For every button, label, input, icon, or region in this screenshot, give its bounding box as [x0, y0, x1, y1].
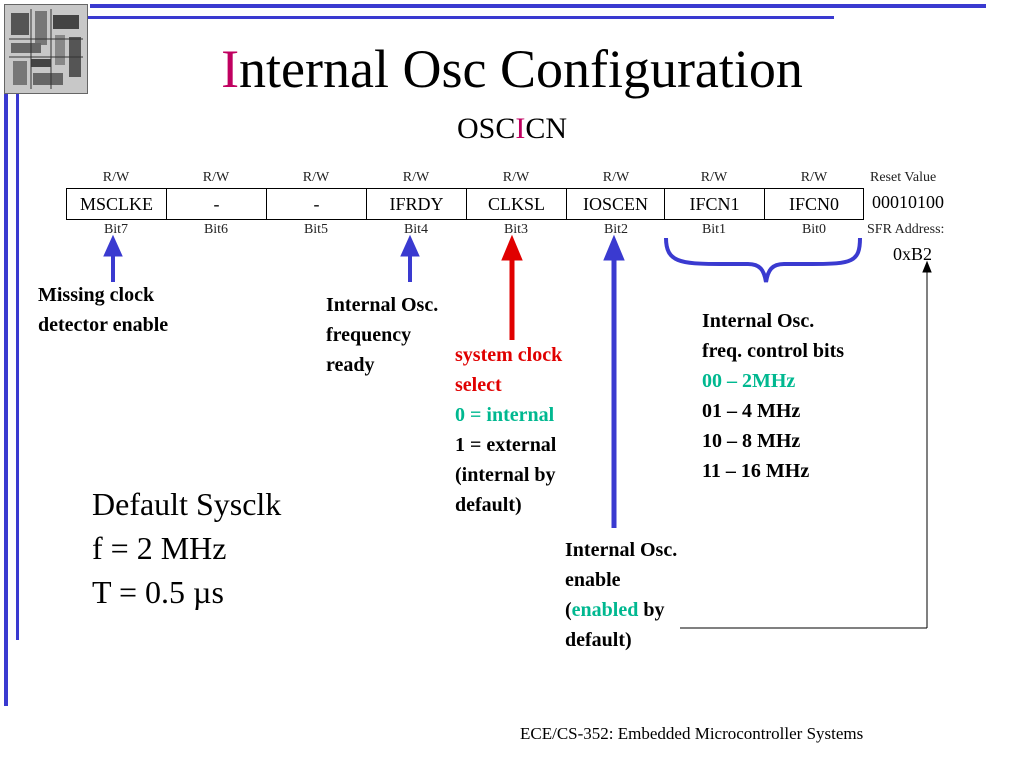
chip-logo [4, 4, 88, 94]
field-bit5: - [267, 189, 367, 219]
bit1-label: Bit1 [701, 222, 727, 237]
register-name: OSCICN [0, 112, 1024, 146]
clksl-line3: 0 = internal [455, 404, 555, 426]
bit5-label: Bit5 [303, 222, 329, 237]
field-bit6: - [167, 189, 267, 219]
clksl-description: system clock select 0 = internal 1 = ext… [455, 340, 562, 520]
clksl-arrow [501, 234, 523, 340]
ioscen-line1: Internal Osc. [565, 539, 678, 561]
title-first-letter: I [221, 39, 240, 99]
subtitle-before: OSC [456, 112, 516, 145]
bit4-label: Bit4 [403, 222, 429, 237]
field-ioscen: IOSCEN [567, 189, 665, 219]
reset-value-label: Reset Value [870, 170, 937, 185]
left-frame-line-inner [16, 92, 19, 640]
access-bit3: R/W [502, 170, 530, 185]
clksl-line2: select [455, 374, 502, 396]
ioscen-line3-enabled: enabled [571, 599, 639, 621]
msclke-description: Missing clock detector enable [38, 280, 168, 340]
access-bit7: R/W [102, 170, 130, 185]
msclke-line1: Missing clock [38, 284, 155, 306]
field-ifcn0: IFCN0 [788, 194, 839, 214]
ioscen-line3-rest: by [638, 599, 665, 621]
ifrdy-description: Internal Osc. frequency ready [326, 290, 438, 380]
field-msclke: MSCLKE [67, 189, 167, 219]
msclke-arrow [103, 234, 123, 282]
title-rest: nternal Osc Configuration [239, 39, 803, 99]
field-ifcn1: IFCN1 [665, 189, 765, 219]
clksl-line6: default) [455, 494, 522, 516]
default-line1: Default Sysclk [92, 486, 282, 522]
top-frame-line [90, 4, 986, 8]
clksl-line4: 1 = external [455, 434, 557, 456]
default-line3: T = 0.5 µs [92, 574, 224, 610]
ifcn-line2: freq. control bits [702, 340, 845, 362]
ifcn-brace [664, 237, 862, 283]
field-ifrdy: IFRDY [367, 189, 467, 219]
msclke-line2: detector enable [38, 314, 169, 336]
ifcn-opt2: 10 – 8 MHz [702, 430, 801, 452]
ioscen-arrow [603, 234, 625, 528]
access-bit2: R/W [602, 170, 630, 185]
bit0-label: Bit0 [801, 222, 827, 237]
ioscen-line2: enable [565, 569, 621, 591]
field-clksl: CLKSL [467, 189, 567, 219]
ifrdy-arrow [400, 234, 420, 282]
left-frame-line-outer [4, 92, 8, 706]
course-footer: ECE/CS-352: Embedded Microcontroller Sys… [520, 724, 864, 743]
access-bit6: R/W [202, 170, 230, 185]
ifcn-opt1: 01 – 4 MHz [702, 400, 801, 422]
access-bit4: R/W [402, 170, 430, 185]
ifcn-opt3: 11 – 16 MHz [702, 460, 810, 482]
bit3-label: Bit3 [503, 222, 529, 237]
clksl-line5: (internal by [455, 464, 556, 486]
access-bit5: R/W [302, 170, 330, 185]
default-line2: f = 2 MHz [92, 530, 227, 566]
page-title: Internal Osc Configuration [0, 38, 1024, 100]
reset-value: 00010100 [872, 192, 944, 212]
ioscen-line4: default) [565, 629, 632, 651]
sfr-address-label: SFR Address: [867, 222, 945, 237]
subtitle-after: CN [525, 112, 568, 145]
bit2-label: Bit2 [603, 222, 629, 237]
access-bit1: R/W [700, 170, 728, 185]
sfr-address-value: 0xB2 [893, 244, 933, 264]
access-bit0: R/W [800, 170, 828, 185]
default-sysclk-block: Default Sysclk f = 2 MHz T = 0.5 µs [92, 482, 281, 614]
top-frame-line-inner [82, 16, 834, 19]
sfr-connector [680, 260, 932, 629]
ifcn-line1: Internal Osc. [702, 310, 815, 332]
bit7-label: Bit7 [103, 222, 129, 237]
subtitle-highlight: I [515, 112, 526, 145]
ifcn-description: Internal Osc. freq. control bits 00 – 2M… [702, 306, 844, 486]
clksl-line1: system clock [455, 344, 563, 366]
ifcn-opt0: 00 – 2MHz [702, 370, 796, 392]
ifrdy-line2: frequency [326, 324, 412, 346]
ioscen-description: Internal Osc. enable (enabled by default… [565, 535, 677, 655]
ifrdy-line1: Internal Osc. [326, 294, 439, 316]
bit6-label: Bit6 [203, 222, 229, 237]
ioscen-line3: (enabled by [565, 595, 677, 625]
ioscen-line3-open: ( [565, 599, 572, 621]
register-field-row: MSCLKE - - IFRDY CLKSL IOSCEN IFCN1 IFCN… [66, 188, 864, 220]
ifrdy-line3: ready [326, 354, 375, 376]
